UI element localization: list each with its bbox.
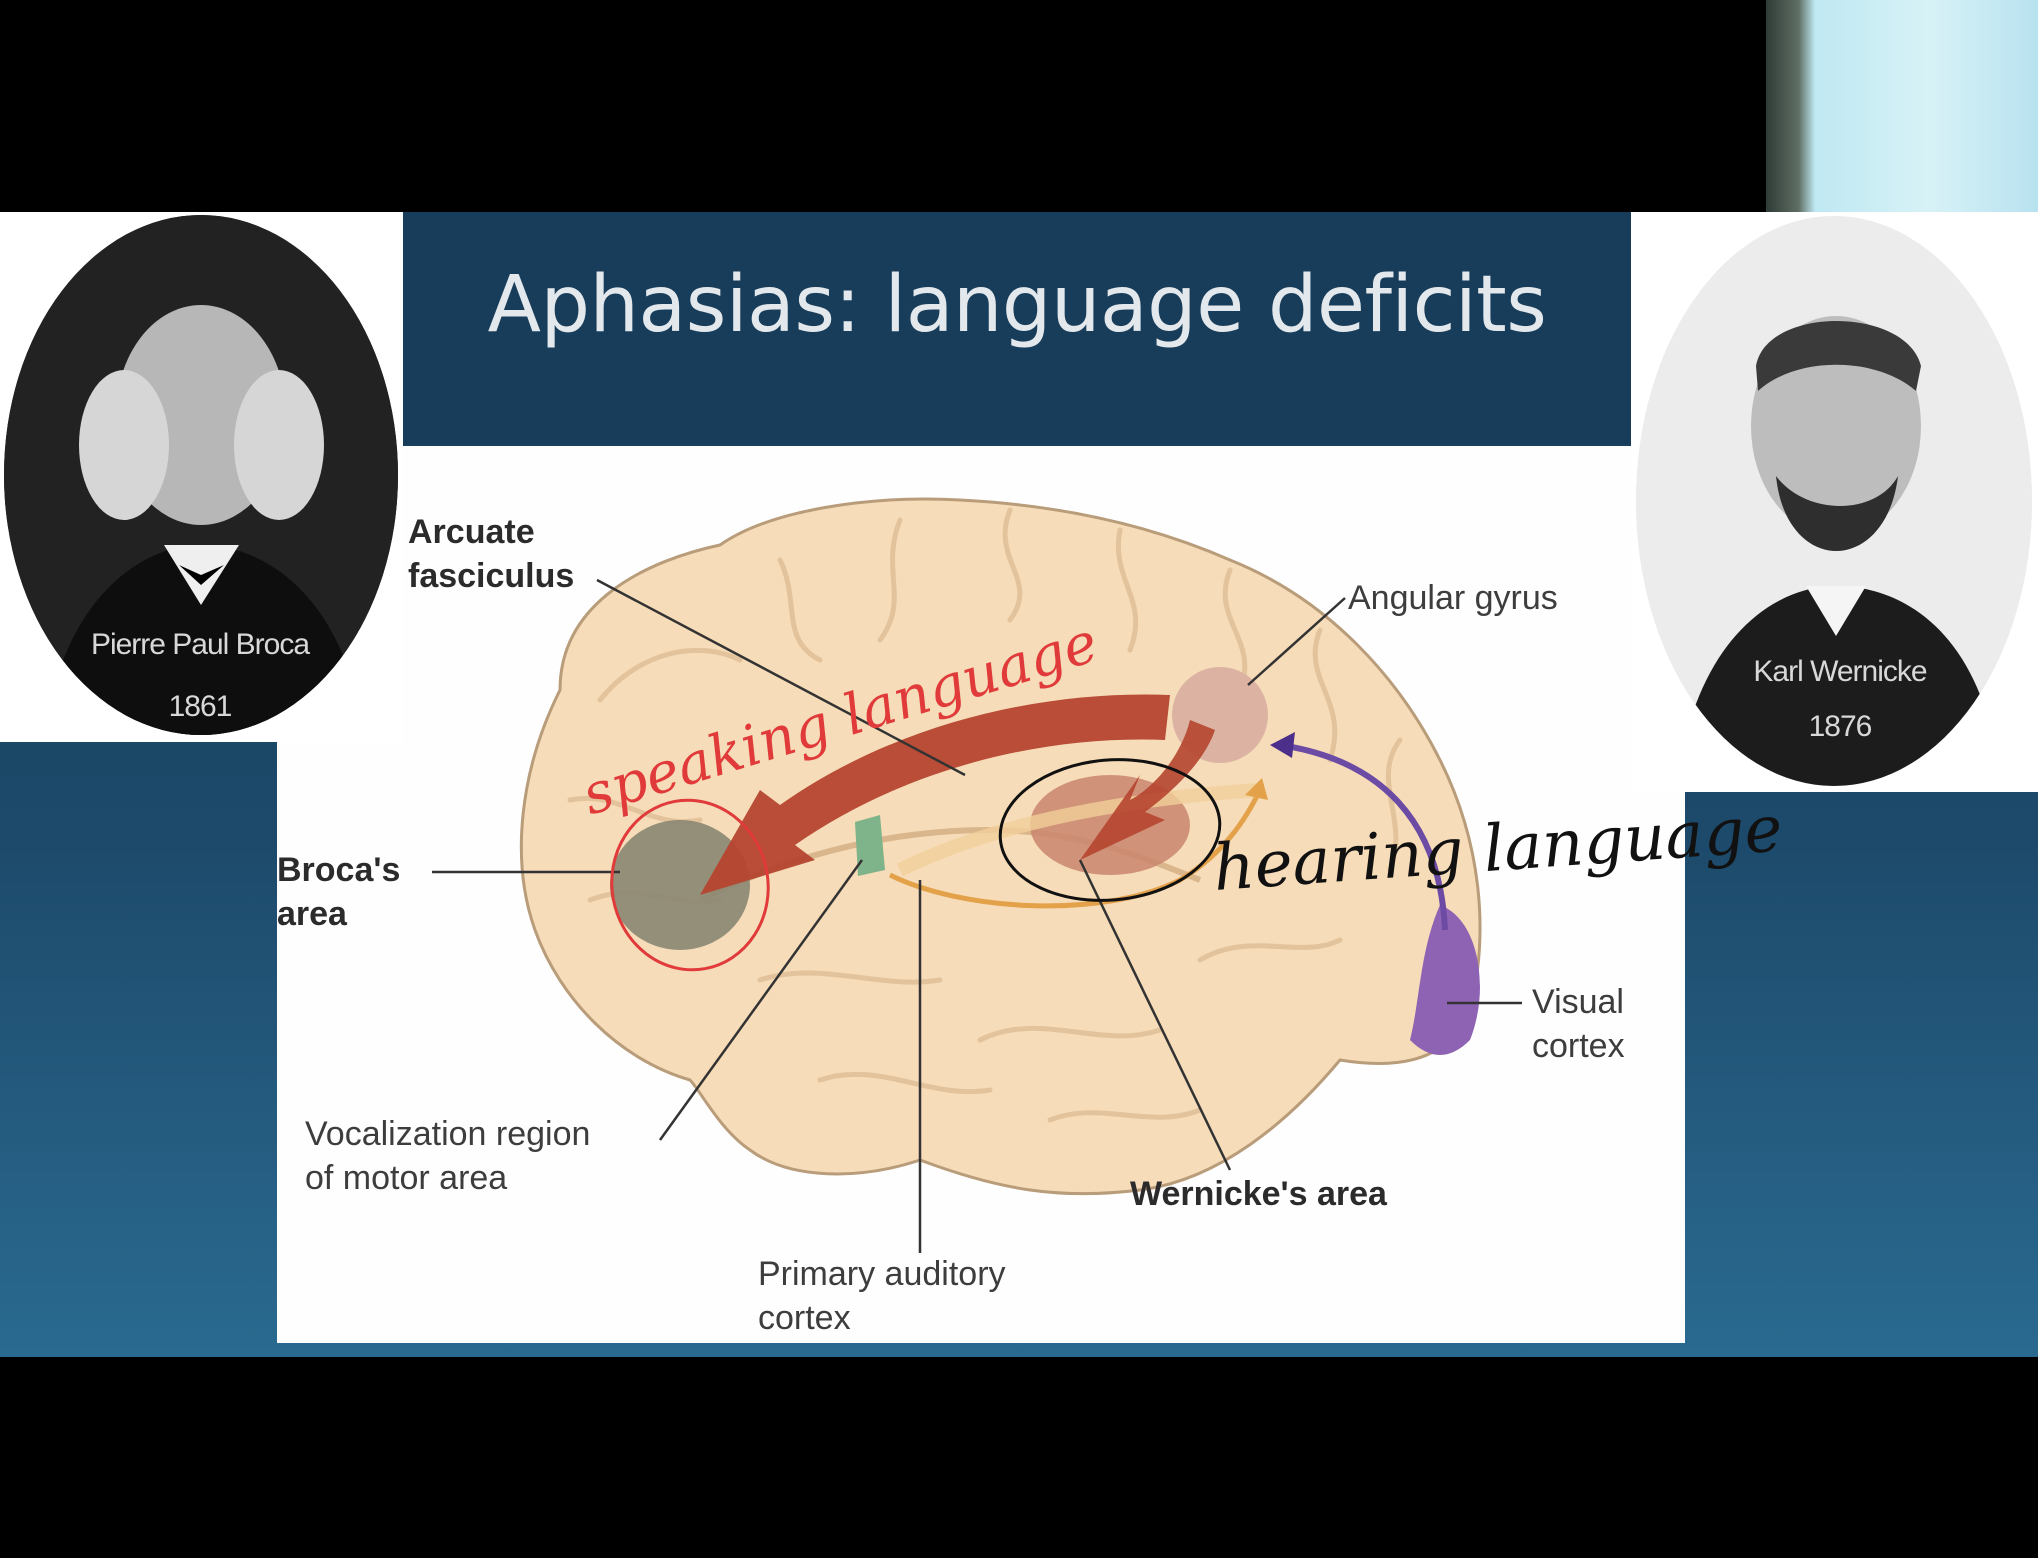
broca-portrait <box>4 215 398 735</box>
webcam-thumbnail <box>1766 0 2038 212</box>
broca-photo <box>4 215 398 735</box>
slide-title: Aphasias: language deficits <box>487 260 1547 350</box>
leader-lines <box>432 578 1522 1253</box>
brain-gyri <box>567 507 1403 1123</box>
label-angular-gyrus: Angular gyrus <box>1348 579 1558 617</box>
red-circle-broca <box>610 798 770 972</box>
label-vocalization-region: Vocalization region of motor area <box>305 1115 591 1197</box>
arcuate-fasciculus-arrow <box>700 694 1170 895</box>
visual-cortex-region <box>1410 905 1480 1055</box>
broca-caption-year: 1861 <box>168 690 233 723</box>
title-band <box>403 212 1631 444</box>
label-primary-auditory-cortex: Primary auditory cortex <box>758 1255 1006 1337</box>
label-broca-area: Broca's area <box>277 851 401 933</box>
black-circle-wernicke <box>998 758 1222 902</box>
wernicke-photo <box>1636 216 2032 786</box>
broca-caption-name: Pierre Paul Broca <box>90 628 310 661</box>
broca-area-region <box>610 820 750 950</box>
wernicke-arrow <box>1080 720 1215 860</box>
visual-pathway-arrow <box>1279 742 1448 931</box>
wernicke-portrait <box>1636 216 2032 786</box>
label-arcuate-fasciculus: Arcuate fasciculus <box>408 513 575 595</box>
label-wernicke-area: Wernicke's area <box>1130 1175 1387 1213</box>
label-visual-cortex: Visual cortex <box>1532 983 1625 1065</box>
wernicke-caption-year: 1876 <box>1808 710 1873 743</box>
wernicke-caption-name: Karl Wernicke <box>1753 655 1927 688</box>
vocalization-region <box>855 815 885 876</box>
